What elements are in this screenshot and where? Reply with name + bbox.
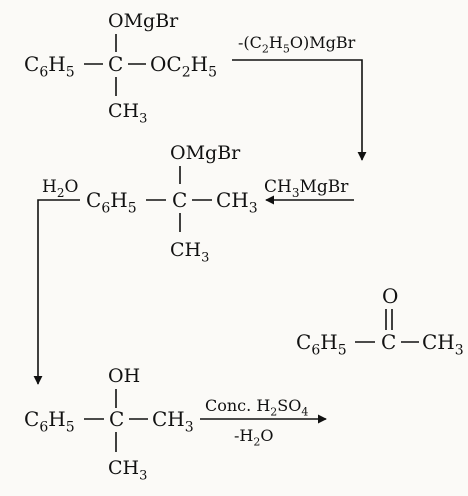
s3-right-group: CH3 bbox=[422, 330, 464, 359]
arrow-1 bbox=[232, 59, 367, 161]
s2-right-group: CH3 bbox=[216, 188, 258, 217]
reagent-4-bottom-label: -H2O bbox=[234, 426, 273, 448]
s4-bottom-group: CH3 bbox=[108, 457, 147, 483]
s4-center-atom: C bbox=[109, 407, 124, 431]
s1-left-group: C6H5 bbox=[24, 52, 75, 81]
s1-right-group: OC2H5 bbox=[150, 52, 217, 81]
s2-top-group: OMgBr bbox=[170, 142, 241, 164]
arrow-3 bbox=[33, 199, 80, 385]
s3-center-atom: C bbox=[381, 330, 396, 354]
reagent-4-top-label: Conc. H2SO4 bbox=[205, 396, 308, 418]
structure-3: O C6H5 C CH3 bbox=[296, 284, 464, 359]
s4-right-group: CH3 bbox=[152, 407, 194, 436]
s4-top-group: OH bbox=[108, 365, 140, 387]
s2-left-group: C6H5 bbox=[86, 188, 137, 217]
s1-top-group: OMgBr bbox=[108, 10, 179, 32]
s4-left-group: C6H5 bbox=[24, 407, 75, 436]
reagent-3-label: H2O bbox=[42, 177, 78, 200]
s1-center-atom: C bbox=[108, 52, 123, 76]
s2-center-atom: C bbox=[172, 188, 187, 212]
reagent-1-label: -(C2H5O)MgBr bbox=[238, 33, 356, 55]
reagent-2-label: CH3MgBr bbox=[264, 177, 349, 200]
s3-left-group: C6H5 bbox=[296, 330, 347, 359]
s2-bottom-group: CH3 bbox=[170, 239, 209, 265]
s3-top-group: O bbox=[382, 284, 398, 308]
structure-4: OH C6H5 C CH3 CH3 bbox=[24, 365, 194, 483]
s1-bottom-group: CH3 bbox=[108, 100, 147, 126]
structure-2: OMgBr C6H5 C CH3 CH3 bbox=[86, 142, 258, 265]
structure-1: OMgBr C6H5 C OC2H5 CH3 bbox=[24, 10, 217, 126]
